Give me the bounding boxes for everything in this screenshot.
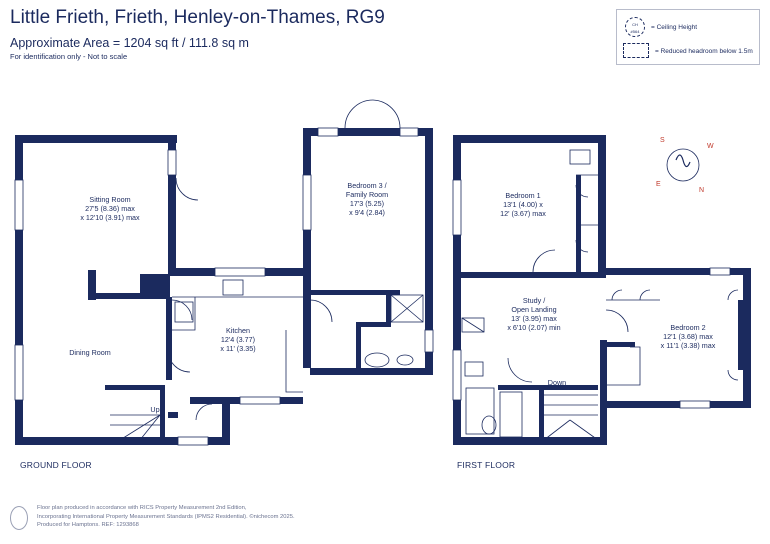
room-bedroom-1: Bedroom 1 13'1 (4.00) x 12' (3.67) max: [500, 191, 546, 218]
first-floor-label: FIRST FLOOR: [457, 460, 516, 470]
room-kitchen: Kitchen 12'4 (3.77) x 11' (3.35): [220, 326, 256, 353]
wall: [310, 368, 433, 375]
wall: [15, 135, 23, 445]
footer-line-2: Incorporating International Property Mea…: [37, 513, 295, 522]
compass-west: W: [707, 143, 714, 150]
wall: [105, 385, 165, 390]
wall: [738, 300, 747, 370]
room-sitting-room: Sitting Room 27'5 (8.36) max x 12'10 (3.…: [80, 195, 140, 222]
room-dining-room: Dining Room: [69, 348, 111, 357]
ceiling-height-symbol: CH #564: [625, 17, 645, 37]
ceiling-height-label: = Ceiling Height: [651, 24, 698, 31]
page-title: Little Frieth, Frieth, Henley-on-Thames,…: [10, 7, 385, 28]
wall: [303, 128, 433, 136]
wall: [166, 297, 172, 380]
wall: [168, 135, 176, 272]
reduced-headroom-label: = Reduced headroom below 1.5m: [655, 48, 753, 55]
room-bedroom-3: Bedroom 3 / Family Room 17'3 (5.25) x 9'…: [345, 181, 389, 217]
stairs-down-label: Down: [547, 378, 567, 387]
room-bedroom-2: Bedroom 2 12'1 (3.68) max x 11'1 (3.38) …: [660, 323, 716, 350]
identification-note: For identification only - Not to scale: [10, 52, 128, 61]
wall: [356, 322, 391, 327]
footer-line-1: Floor plan produced in accordance with R…: [37, 505, 247, 511]
footer-line-3: Produced for Hamptons. REF: 1293868: [37, 521, 295, 530]
footer-text: Floor plan produced in accordance with R…: [37, 504, 295, 530]
wall: [598, 268, 750, 275]
wall: [453, 135, 461, 445]
wall: [15, 437, 230, 445]
wall: [598, 135, 606, 275]
wall: [453, 135, 606, 143]
stairs-up-label: Up: [150, 405, 160, 414]
wall: [160, 385, 165, 440]
wall: [605, 401, 751, 408]
wall: [453, 437, 607, 445]
wall: [539, 385, 544, 442]
wall: [356, 322, 361, 370]
wall: [600, 340, 607, 445]
wall: [15, 135, 177, 143]
compass-north: N: [699, 187, 705, 194]
approximate-area: Approximate Area = 1204 sq ft / 111.8 sq…: [10, 36, 249, 50]
wall: [386, 290, 391, 322]
footer-brand: ©nichecom 2025.: [249, 513, 295, 520]
room-study-landing: Study / Open Landing 13' (3.95) max x 6'…: [507, 296, 561, 332]
accessibility-icon: [10, 506, 28, 530]
wall: [461, 272, 606, 278]
wall: [88, 270, 96, 300]
wall: [303, 128, 311, 368]
ground-floor-label: GROUND FLOOR: [20, 460, 92, 470]
wall: [425, 128, 433, 373]
wall: [88, 293, 140, 299]
wall: [605, 342, 635, 347]
footer-produced-for: Produced for Hamptons.: [37, 522, 100, 528]
footer-ref: REF: 1293868: [101, 522, 139, 528]
wall: [576, 175, 581, 272]
wall: [222, 404, 230, 442]
legend-box: CH #564 = Ceiling Height = Reduced headr…: [616, 9, 760, 65]
wall: [168, 412, 178, 418]
compass-south: S: [660, 137, 665, 144]
wall: [498, 385, 598, 390]
footer-ipms: Incorporating International Property Mea…: [37, 513, 248, 520]
wall: [310, 290, 400, 295]
reduced-headroom-symbol: [623, 43, 649, 58]
chimney: [140, 274, 170, 299]
compass-east: E: [656, 181, 661, 188]
